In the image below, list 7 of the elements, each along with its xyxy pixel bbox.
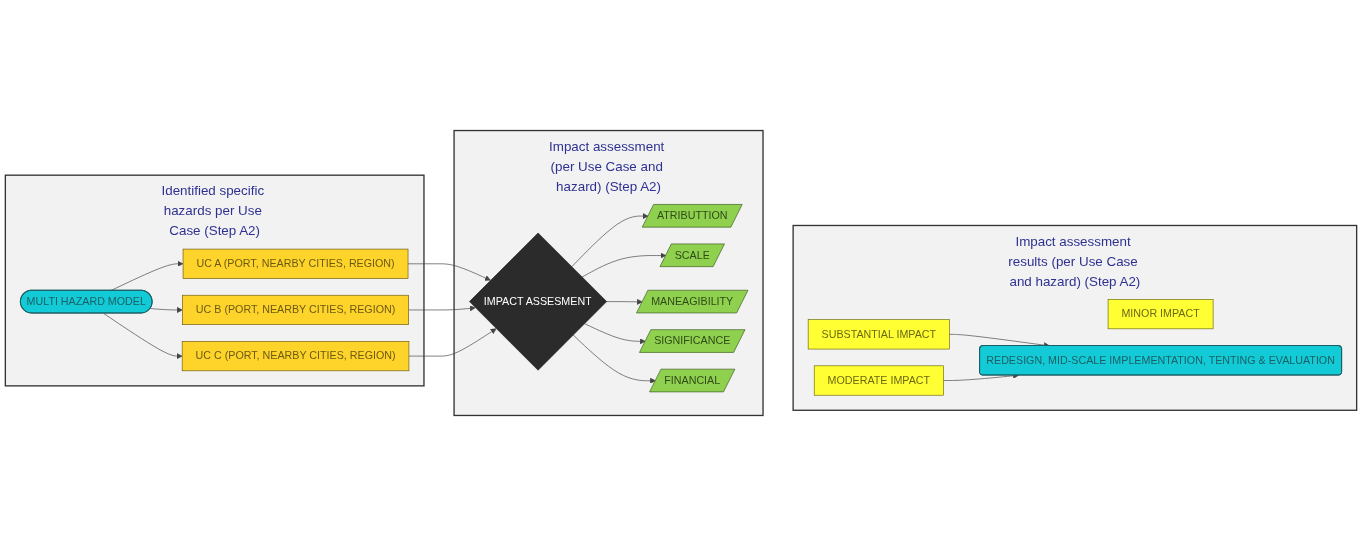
node-box: SUBSTANTIAL IMPACT [807,319,950,350]
node-box: MODERATE IMPACT [813,365,944,396]
node-box: UC B (PORT, NEARBY CITIES, REGION) [182,294,409,325]
node-diamond: IMPACT ASSESMENT [469,232,608,371]
node-box: UC A (PORT, NEARBY CITIES, REGION) [182,248,409,279]
node-box: MINOR IMPACT [1107,299,1214,330]
node-box: UC C (PORT, NEARBY CITIES, REGION) [181,341,410,372]
